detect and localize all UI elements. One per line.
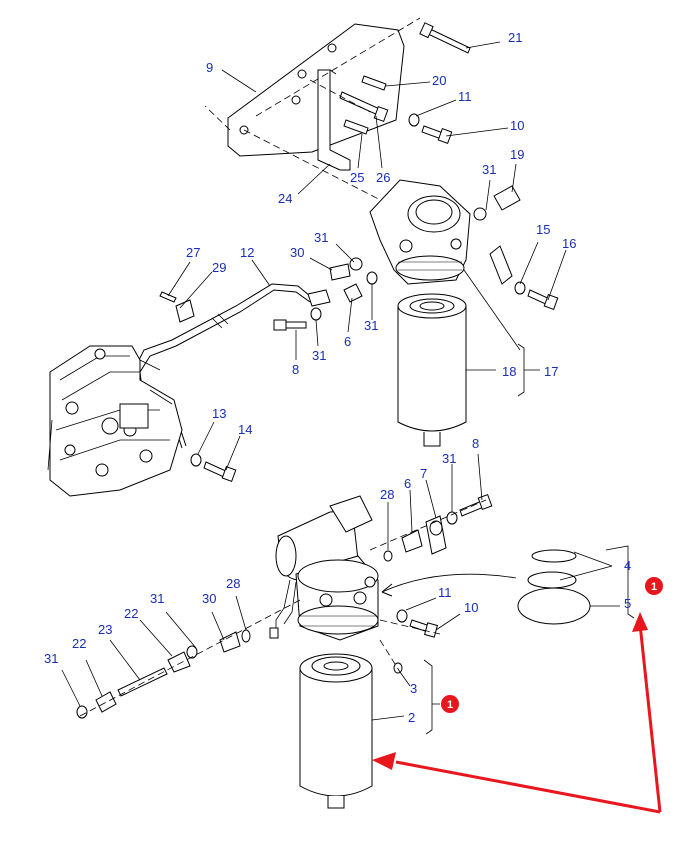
label-6-lower: 6: [404, 476, 411, 491]
banjo-fitting-upper: [489, 245, 513, 285]
bolt-16: [527, 289, 559, 310]
arrow-head-up: [632, 612, 648, 632]
label-31-mid-right: 31: [364, 318, 378, 333]
bolt-8-lower: [459, 494, 493, 517]
label-9: 9: [206, 60, 213, 75]
label-13: 13: [212, 406, 226, 421]
bolt-21: [419, 22, 471, 54]
label-31-upper: 31: [314, 230, 328, 245]
label-11-top: 11: [458, 89, 472, 104]
label-22-left: 22: [72, 636, 86, 651]
lower-filter-head: [269, 495, 379, 641]
badge-1-seal-kit: 1: [651, 581, 657, 593]
label-31-lower-left: 31: [44, 651, 58, 666]
bolt-10-top: [421, 125, 453, 144]
label-28-lower: 28: [226, 576, 240, 591]
label-7: 7: [420, 466, 427, 481]
label-6-upper: 6: [344, 334, 351, 349]
label-31-top: 31: [482, 162, 496, 177]
washer-31-left: [76, 705, 88, 719]
washer-31-upper: [310, 307, 322, 321]
bolt-10-lower: [409, 619, 438, 638]
label-26: 26: [376, 170, 390, 185]
fitting-6-lower: [401, 529, 423, 553]
label-8-upper: 8: [292, 362, 299, 377]
washer-15: [514, 281, 526, 295]
label-31-lower-mid: 31: [150, 591, 164, 606]
washer-11-top: [408, 113, 420, 127]
part-number-labels: 21 9 20 11 10 25 26 24 31 19 30 31 27 12…: [44, 30, 631, 725]
leader-lines: [61, 41, 635, 735]
label-27: 27: [186, 245, 200, 260]
label-31-mid-left: 31: [312, 348, 326, 363]
pipe-clip-29: [159, 291, 195, 323]
arrow-head-left: [372, 752, 396, 770]
o-ring-28-upper: [383, 550, 393, 562]
lower-filter-cartridge: [299, 653, 373, 809]
label-20: 20: [432, 73, 446, 88]
washer-13: [190, 453, 202, 467]
label-16: 16: [562, 236, 576, 251]
label-22-mid: 22: [124, 606, 138, 621]
union-22-left: [95, 691, 117, 713]
fitting-6-upper: [343, 283, 363, 303]
label-21: 21: [508, 30, 522, 45]
label-12: 12: [240, 245, 254, 260]
label-30-lower: 30: [202, 591, 216, 606]
callout-badge-seal-kit: 1: [645, 577, 663, 595]
washer-31-mid: [186, 645, 198, 659]
label-30-upper: 30: [290, 245, 304, 260]
label-17: 17: [544, 364, 558, 379]
tube-23: [117, 667, 168, 697]
label-4: 4: [624, 558, 631, 573]
label-23: 23: [98, 622, 112, 637]
label-19: 19: [510, 147, 524, 162]
label-29: 29: [212, 260, 226, 275]
label-31-lower-right: 31: [442, 451, 456, 466]
bolt-20: [361, 75, 387, 91]
banjo-7: [425, 515, 447, 555]
label-10-lower: 10: [464, 600, 478, 615]
bolt-8-upper: [273, 319, 307, 331]
washer-11-lower: [396, 609, 408, 623]
badge-1-filter: 1: [447, 699, 453, 711]
upper-filter-cartridge: [397, 293, 467, 447]
washer-31-lower-right: [446, 511, 458, 525]
highlight-arrows: [372, 612, 662, 814]
label-3: 3: [410, 681, 417, 696]
mounting-bracket: [227, 23, 405, 171]
label-25: 25: [350, 170, 364, 185]
label-18: 18: [502, 364, 516, 379]
plug-30-lower: [219, 631, 241, 653]
label-11-lower: 11: [438, 585, 452, 600]
engine-block: [47, 345, 183, 497]
o-ring-28-lower: [241, 629, 251, 643]
arrow-line: [381, 573, 517, 593]
label-15: 15: [536, 222, 550, 237]
o-ring-3: [393, 662, 403, 674]
bolt-14: [203, 461, 237, 482]
callout-badge-filter: 1: [441, 695, 459, 713]
bolt-25: [343, 119, 369, 135]
label-24: 24: [278, 191, 292, 206]
sensor-19: [473, 185, 521, 221]
label-10-top: 10: [510, 118, 524, 133]
label-2: 2: [408, 710, 415, 725]
label-8-lower: 8: [472, 436, 479, 451]
label-14: 14: [238, 422, 252, 437]
label-28-upper: 28: [380, 487, 394, 502]
label-5: 5: [624, 596, 631, 611]
upper-filter-head: [369, 179, 471, 285]
seal-kit: [517, 549, 591, 625]
